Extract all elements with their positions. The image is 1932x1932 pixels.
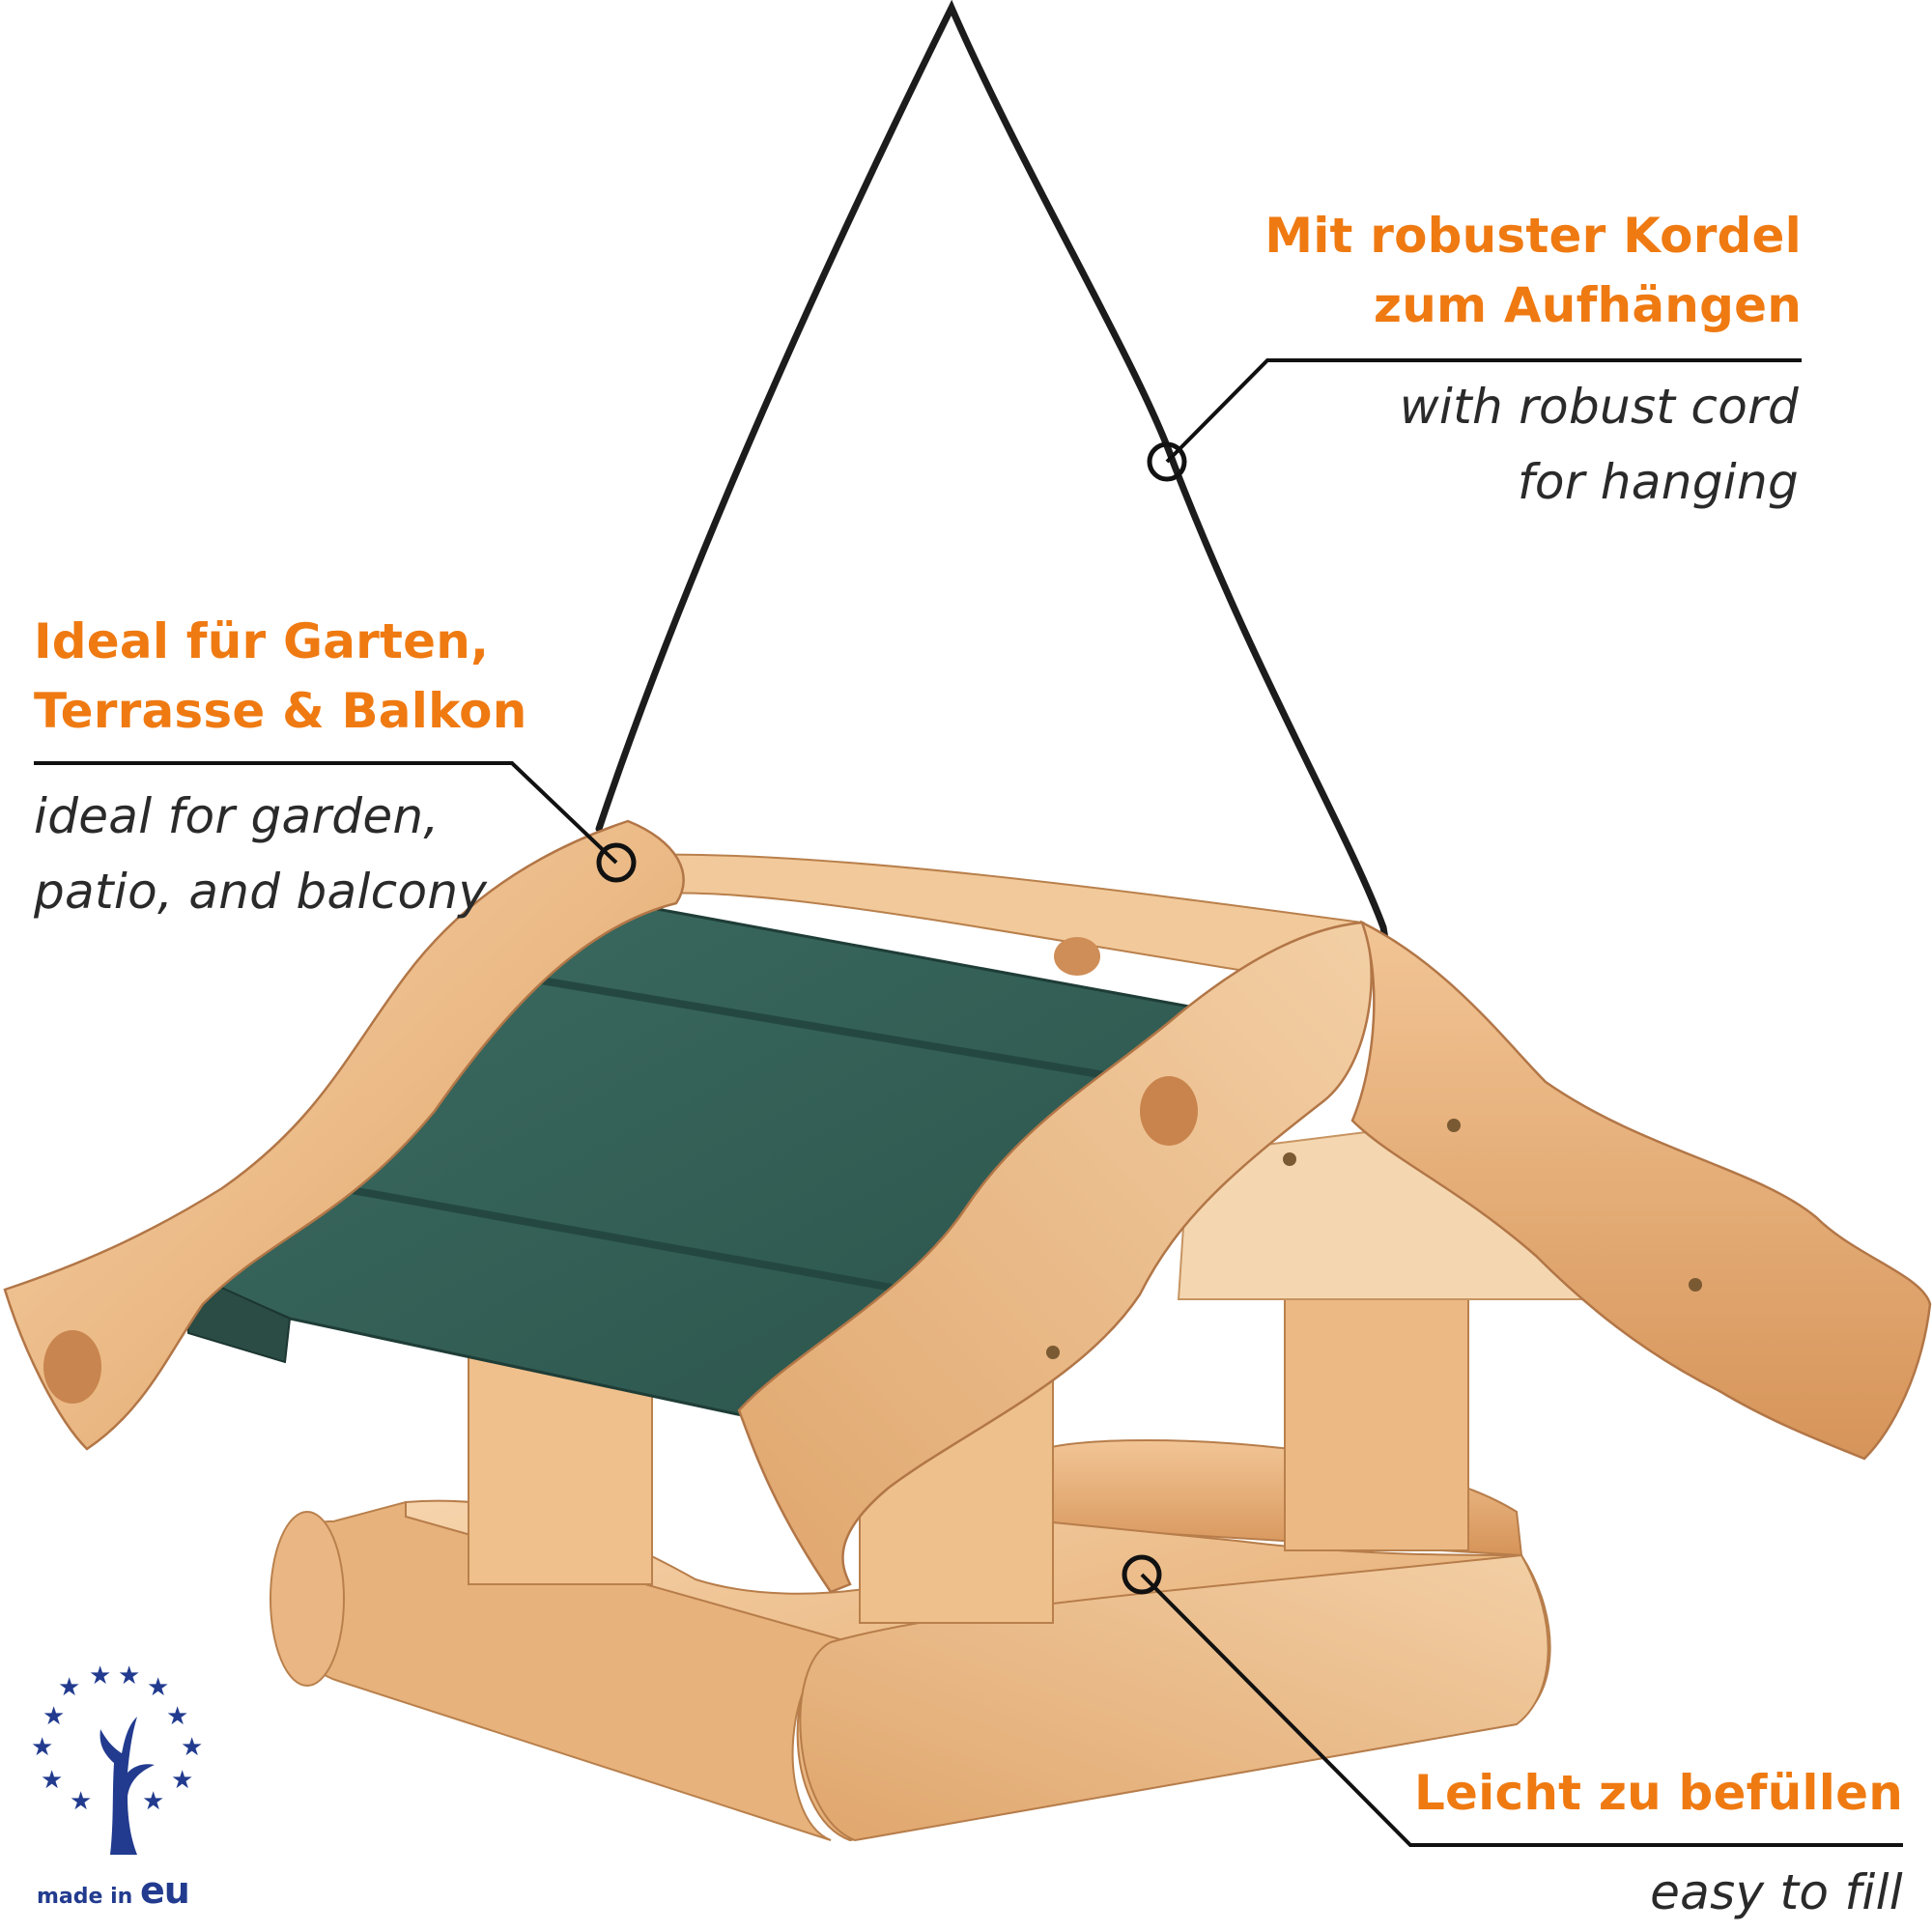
svg-text:★: ★ <box>70 1787 92 1816</box>
made-in-eu-label: made in eu <box>37 1869 190 1912</box>
leader-line-fill <box>1140 1573 1903 1847</box>
callout-marker-garden <box>596 842 637 883</box>
cord-callout-subtitle: with robust cord for hanging <box>1399 379 1799 510</box>
callout-marker-cord <box>1147 441 1187 482</box>
garden-callout-title: Ideal für Garten, Terrasse & Balkon <box>34 613 527 739</box>
leader-line-cord <box>1165 358 1802 464</box>
made-in-eu-suffix: eu <box>139 1869 190 1912</box>
svg-text:★: ★ <box>89 1662 111 1690</box>
roof-groove-2 <box>313 1179 957 1303</box>
svg-text:★: ★ <box>166 1702 188 1731</box>
cord-callout-title: Mit robuster Kordel zum Aufhängen <box>1264 208 1802 333</box>
screw <box>1283 1152 1296 1166</box>
svg-text:★: ★ <box>31 1733 53 1762</box>
wood-knot-ridge <box>1054 937 1100 976</box>
leader-line-garden <box>34 761 618 865</box>
svg-text:★: ★ <box>171 1766 193 1795</box>
wood-knot-left <box>43 1330 101 1404</box>
svg-text:★: ★ <box>181 1733 203 1762</box>
post-back-right <box>1284 1269 1469 1551</box>
svg-text:★: ★ <box>142 1787 164 1816</box>
svg-text:★: ★ <box>41 1766 63 1795</box>
callout-marker-fill <box>1122 1554 1162 1595</box>
hanging-cord <box>595 0 1394 1132</box>
fill-callout-title: Leicht zu befüllen <box>1414 1765 1903 1821</box>
svg-text:★: ★ <box>43 1702 65 1731</box>
svg-text:★: ★ <box>118 1662 140 1690</box>
svg-text:★: ★ <box>58 1673 80 1702</box>
screw <box>1046 1346 1060 1359</box>
roof-left-board <box>3 819 685 1451</box>
wood-knot-right <box>1140 1076 1198 1146</box>
screw <box>1447 1119 1461 1132</box>
eu-tree-logo-icon: ★ ★ ★ ★ ★ ★ ★ ★ ★ ★ ★ ★ <box>31 1662 203 1855</box>
svg-text:★: ★ <box>147 1673 169 1702</box>
fill-callout-subtitle: easy to fill <box>1650 1864 1903 1920</box>
tray-log-end <box>270 1511 345 1687</box>
screw <box>1689 1278 1702 1292</box>
made-in-eu-prefix: made in <box>37 1885 140 1909</box>
roof-groove-1 <box>540 977 1175 1091</box>
roof-right-front-board <box>737 921 1373 1594</box>
roof-right-side-board <box>1350 920 1932 1461</box>
garden-callout-subtitle: ideal for garden, patio, and balcony <box>34 788 488 920</box>
